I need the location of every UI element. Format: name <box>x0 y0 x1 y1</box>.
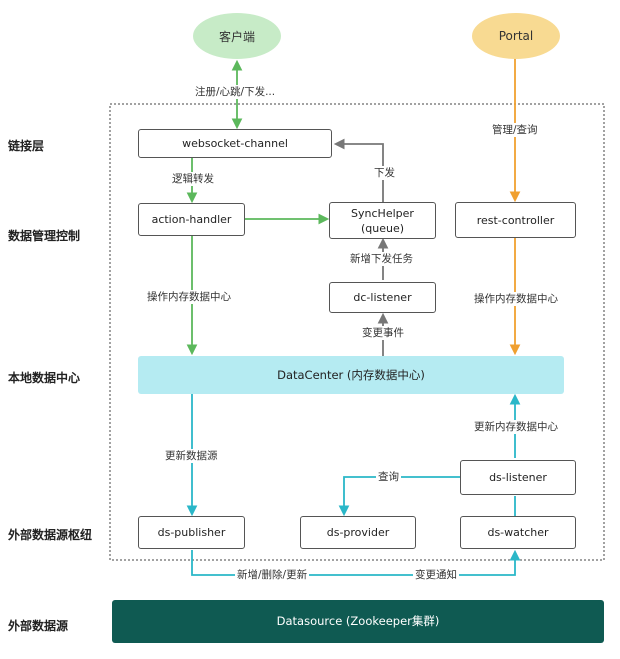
layer-label-local: 本地数据中心 <box>8 371 81 385</box>
dc-listener-node: dc-listener <box>329 282 436 313</box>
label-new-dispatch-task: 新增下发任务 <box>348 252 415 266</box>
layer-label-external: 外部数据源 <box>8 619 69 633</box>
label-change-notify: 变更通知 <box>413 568 459 582</box>
label-update-source: 更新数据源 <box>163 449 220 463</box>
ds-watcher-node: ds-watcher <box>460 516 576 549</box>
edge-query <box>338 476 460 517</box>
label-dispatch: 下发 <box>372 166 397 180</box>
ds-publisher-node: ds-publisher <box>138 516 245 549</box>
label-query: 查询 <box>376 470 401 484</box>
client-node: 客户端 <box>193 13 281 59</box>
rest-controller-node: rest-controller <box>455 202 576 238</box>
label-op-memory-right: 操作内存数据中心 <box>472 292 560 306</box>
action-handler-node: action-handler <box>138 203 245 236</box>
ds-listener-node: ds-listener <box>460 460 576 495</box>
label-register: 注册/心跳/下发... <box>193 85 278 99</box>
layer-label-external-hub: 外部数据源枢纽 <box>8 528 93 542</box>
datacenter-node: DataCenter (内存数据中心) <box>138 356 564 394</box>
edge-publisher-datasource <box>191 550 370 576</box>
label-op-memory-left: 操作内存数据中心 <box>145 290 233 304</box>
label-add-del-update: 新增/删除/更新 <box>235 568 310 582</box>
websocket-channel-node: websocket-channel <box>138 129 332 158</box>
boundary-dashed-box <box>109 103 605 561</box>
datasource-node: Datasource (Zookeeper集群) <box>112 600 604 643</box>
label-change-event: 变更事件 <box>360 326 406 340</box>
edge-dispatch <box>333 138 384 203</box>
label-update-memory: 更新内存数据中心 <box>472 420 560 434</box>
ds-provider-node: ds-provider <box>300 516 416 549</box>
label-manage-query: 管理/查询 <box>490 123 540 137</box>
layer-label-link: 链接层 <box>8 139 45 153</box>
layer-label-control: 数据管理控制 <box>8 229 81 243</box>
portal-node: Portal <box>472 13 560 59</box>
synchelper-node: SyncHelper (queue) <box>329 202 436 239</box>
label-logic-forward: 逻辑转发 <box>170 172 216 186</box>
